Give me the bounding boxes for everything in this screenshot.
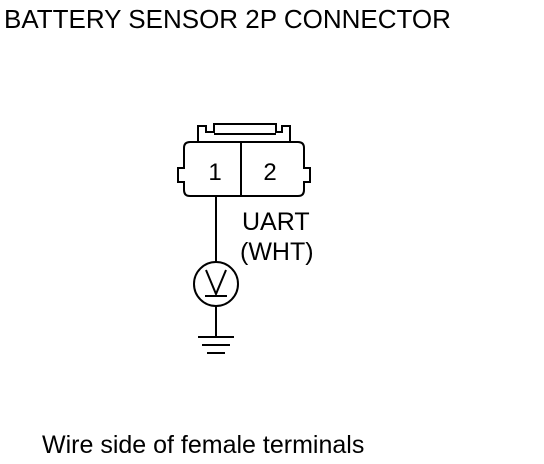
- pin-1-label: 1: [208, 159, 221, 186]
- voltmeter-icon: [193, 261, 239, 307]
- wire-signal-label: UART: [242, 208, 310, 236]
- wire-color-label: (WHT): [240, 238, 314, 266]
- ground-icon: [198, 336, 234, 354]
- connector-body: [177, 123, 311, 197]
- diagram-title: BATTERY SENSOR 2P CONNECTOR: [4, 4, 451, 34]
- pin-2-label: 2: [263, 159, 276, 186]
- terminal-side-note: Wire side of female terminals: [42, 431, 365, 459]
